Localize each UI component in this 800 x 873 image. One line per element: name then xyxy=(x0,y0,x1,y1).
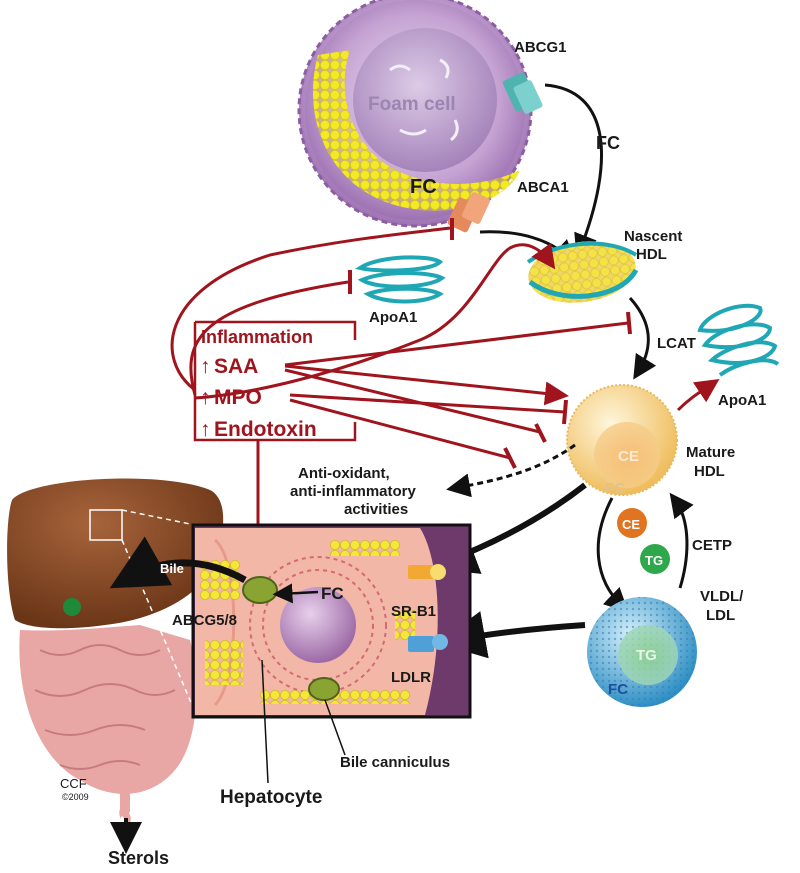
lcat-label: LCAT xyxy=(657,335,696,352)
bile-arrow xyxy=(109,536,247,589)
vldl-label-1: VLDL/ xyxy=(700,588,744,605)
nascent-hdl-label-2: HDL xyxy=(636,246,667,263)
hepatocyte-label: Hepatocyte xyxy=(220,787,322,808)
fc-top-label: FC xyxy=(596,133,620,153)
bile-canniculus-label: Bile canniculus xyxy=(340,754,450,771)
inhibit-abca1-line xyxy=(170,226,451,392)
fc-ldl-label: FC xyxy=(608,681,628,698)
hepatocyte-pointer xyxy=(261,659,269,784)
vldl-ldl-particle xyxy=(587,597,697,707)
abcg58-transporter xyxy=(242,576,278,604)
apoa1-right-label: ApoA1 xyxy=(718,392,766,409)
ldl-to-ldlr-arrow xyxy=(437,611,586,659)
antiox-label-3: activities xyxy=(344,501,408,518)
cetp-label: CETP xyxy=(692,537,732,554)
sterols-label: Sterols xyxy=(108,848,169,868)
endotoxin-label: Endotoxin xyxy=(214,418,317,441)
inhibit-antiox-line-2 xyxy=(289,398,511,460)
inhibit-apoa1-line xyxy=(189,280,349,396)
abcg1-transporter xyxy=(502,72,543,114)
abcg1-label: ABCG1 xyxy=(514,39,567,56)
vldl-label-2: LDL xyxy=(706,607,735,624)
mature-hdl-label-2: HDL xyxy=(694,463,725,480)
ccf-label: CCF xyxy=(60,776,87,791)
nascent-hdl xyxy=(526,241,639,303)
antiox-label-1: Anti-oxidant, xyxy=(298,465,390,482)
saa-arrow-glyph: ↑ xyxy=(200,355,211,378)
ce-mature-label: CE xyxy=(618,448,639,465)
saa-to-nascent-hdl-line xyxy=(194,242,556,400)
inhibit-antiox-line-1 xyxy=(284,368,541,434)
fc-foam-label: FC xyxy=(410,176,437,198)
copyright-label: ©2009 xyxy=(62,792,89,802)
bile-canniculus-pointer xyxy=(324,699,346,756)
fc-hep-arrow xyxy=(272,583,319,604)
foam-cell xyxy=(297,0,533,228)
anti-oxidant-arrow xyxy=(446,443,576,498)
apoa1-left-protein xyxy=(355,255,446,304)
srb1-receptor xyxy=(408,564,446,580)
bile-canniculus xyxy=(308,677,340,701)
cetp-arrow-up xyxy=(669,492,694,589)
fc-hep-label: FC xyxy=(321,584,344,603)
apoa1-left-label: ApoA1 xyxy=(369,309,417,326)
intestine xyxy=(19,625,197,825)
nascent-hdl-label-1: Nascent xyxy=(624,228,682,245)
foam-cell-label: Foam cell xyxy=(368,94,456,115)
abcg58-label: ABCG5/8 xyxy=(172,612,237,629)
ce-badge-label: CE xyxy=(622,517,640,532)
fc-mature-label: FC xyxy=(605,480,625,497)
saa-label: SAA xyxy=(214,355,258,378)
gallbladder xyxy=(63,598,81,616)
mature-hdl-label-1: Mature xyxy=(686,444,735,461)
lcat-arrow xyxy=(628,296,657,380)
abcg1-to-hdl-arrow xyxy=(544,83,603,259)
bile-label: Bile xyxy=(160,561,184,576)
ldlr-receptor xyxy=(408,634,448,652)
saa-to-mature-hdl-line xyxy=(284,364,569,406)
abca1-label: ABCA1 xyxy=(517,179,569,196)
hepatocyte-panel xyxy=(191,523,472,719)
tg-badge-label: TG xyxy=(645,553,663,568)
foam-cell-nucleus xyxy=(353,28,497,172)
mature-hdl xyxy=(566,384,678,496)
apoa1-right-protein xyxy=(697,303,780,377)
endotoxin-arrow-glyph: ↑ xyxy=(200,418,211,441)
mature-hdl-to-apoa1-arrow xyxy=(676,379,720,412)
tg-badge xyxy=(640,544,670,574)
cetp-arrow-down xyxy=(596,497,629,613)
liver xyxy=(7,478,224,629)
antiox-label-2: anti-inflammatory xyxy=(290,483,417,500)
ce-badge xyxy=(617,508,647,538)
hepatocyte-nucleus xyxy=(280,587,356,663)
inflammation-label: Inflammation xyxy=(201,327,313,347)
inhibit-lcat-line xyxy=(284,321,629,367)
abca1-transporter xyxy=(447,192,490,233)
inflammation-effects xyxy=(170,218,632,585)
srb1-label: SR-B1 xyxy=(391,603,436,620)
inflammation-box xyxy=(193,320,357,442)
ldlr-label: LDLR xyxy=(391,669,431,686)
tg-ldl-label: TG xyxy=(636,647,657,664)
